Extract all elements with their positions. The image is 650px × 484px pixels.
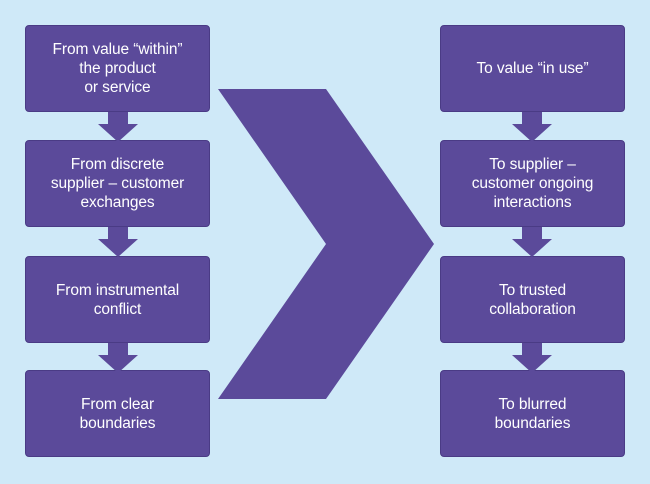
- right-box-2-label: To supplier – customer ongoing interacti…: [471, 156, 594, 211]
- left-box-2-label: From discrete supplier – customer exchan…: [50, 156, 185, 211]
- right-box-4-label: To blurred boundaries: [494, 395, 571, 432]
- right-box-3-label: To trusted collaboration: [489, 281, 576, 318]
- left-box-1: From value “within” the product or servi…: [25, 25, 210, 112]
- right-box-4: To blurred boundaries: [440, 370, 625, 457]
- right-box-1-label: To value “in use”: [476, 60, 589, 77]
- left-box-3-label: From instrumental conflict: [55, 281, 180, 318]
- left-box-2: From discrete supplier – customer exchan…: [25, 140, 210, 227]
- right-box-3: To trusted collaboration: [440, 256, 625, 343]
- right-box-2: To supplier – customer ongoing interacti…: [440, 140, 625, 227]
- left-box-1-label: From value “within” the product or servi…: [52, 41, 183, 96]
- left-box-4-label: From clear boundaries: [79, 395, 156, 432]
- chevron-right-icon: [218, 89, 434, 399]
- left-box-4: From clear boundaries: [25, 370, 210, 457]
- down-arrow-icon: [512, 112, 552, 144]
- right-box-1: To value “in use”: [440, 25, 625, 112]
- left-box-3: From instrumental conflict: [25, 256, 210, 343]
- down-arrow-icon: [512, 227, 552, 259]
- down-arrow-icon: [98, 343, 138, 375]
- down-arrow-icon: [512, 343, 552, 375]
- down-arrow-icon: [98, 112, 138, 144]
- down-arrow-icon: [98, 227, 138, 259]
